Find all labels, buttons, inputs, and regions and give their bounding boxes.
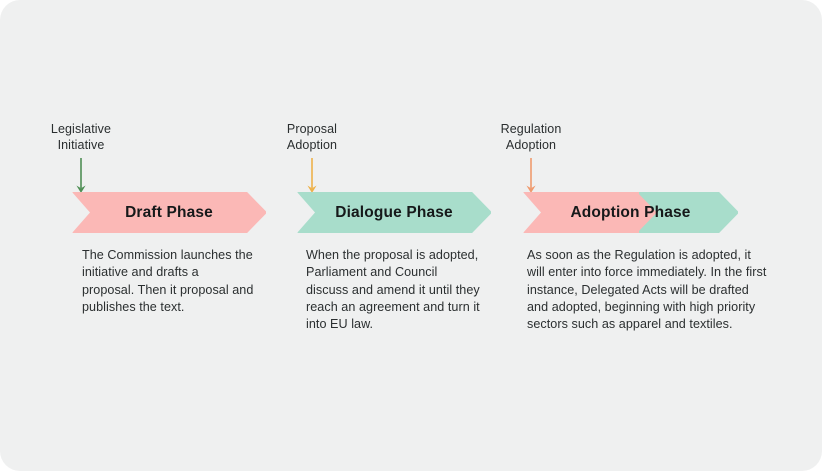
- arrow-down-icon-adoption: [523, 158, 539, 199]
- stage-label-regulation-adoption: Regulation Adoption: [500, 122, 562, 152]
- stage-dialogue: Proposal Adoption Dialogue Phase When th…: [265, 122, 505, 362]
- chevron-band-dialogue: Dialogue Phase: [297, 192, 491, 233]
- stage-description-draft: The Commission launches the initiative a…: [82, 248, 254, 314]
- chevron-dialogue-green: [297, 192, 491, 233]
- arrow-down-icon-draft: [73, 158, 89, 199]
- arrow-down-icon-dialogue: [304, 158, 320, 199]
- stage-label-proposal-adoption: Proposal Adoption: [286, 122, 338, 152]
- stage-description-dialogue: When the proposal is adopted, Parliament…: [306, 248, 480, 332]
- chevron-band-draft: Draft Phase: [72, 192, 266, 233]
- chevron-adoption-green: [639, 192, 738, 233]
- stage-description-adoption: As soon as the Regulation is adopted, it…: [527, 248, 767, 332]
- chevron-draft-pink: [72, 192, 266, 233]
- chevron-adoption-pink: [523, 192, 659, 233]
- stage-adoption: Regulation Adoption Adoption Phase: [490, 122, 780, 362]
- chevron-band-adoption: Adoption Phase: [523, 192, 738, 233]
- stage-draft: Legislative Initiative Draft Phase The C…: [40, 122, 280, 352]
- stage-label-legislative-initiative: Legislative Initiative: [50, 122, 112, 152]
